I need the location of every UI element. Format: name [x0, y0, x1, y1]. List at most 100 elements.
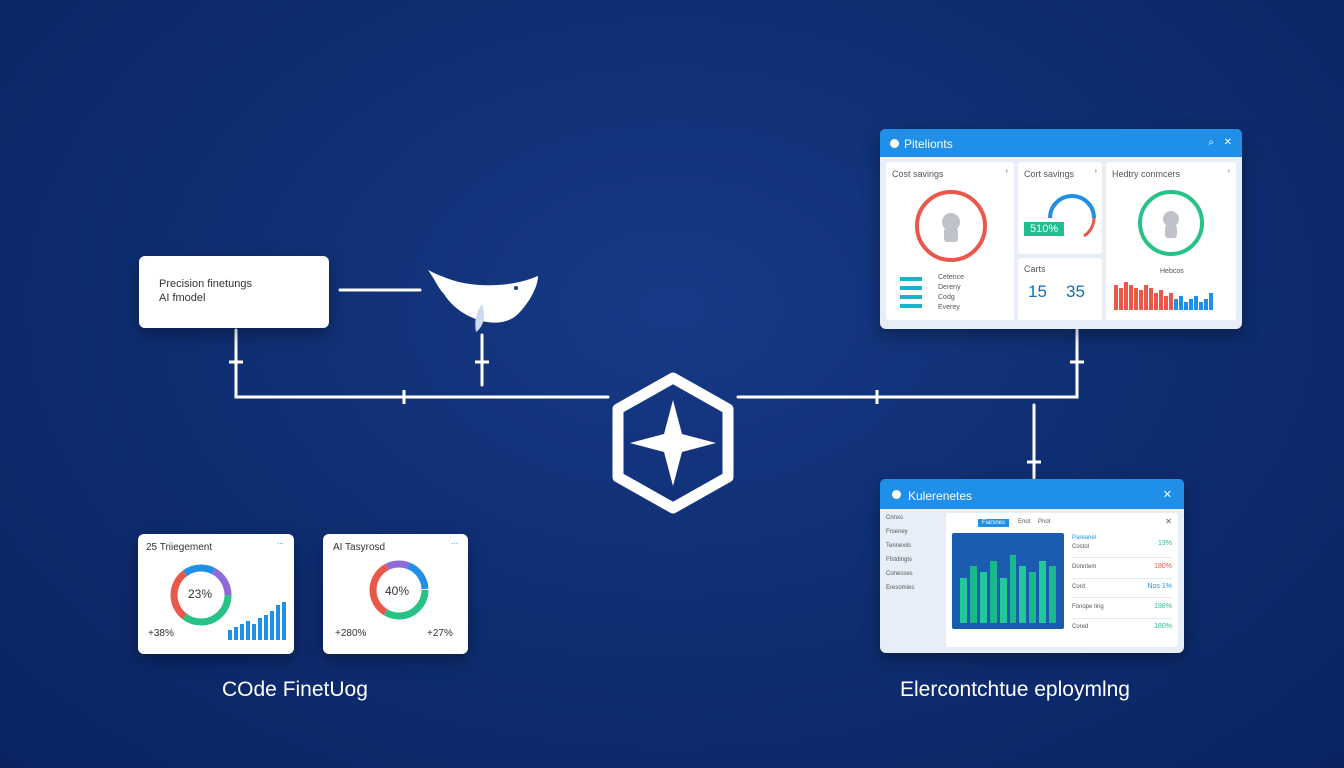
dashboard-top[interactable]: Pitelionts ⌕ ✕ Cost savings › Cetence De… [880, 129, 1242, 329]
tab[interactable]: Pnot [1038, 519, 1051, 525]
bar [1169, 293, 1173, 310]
donut-value: 40% [385, 584, 410, 598]
chevron-right-icon[interactable]: › [1094, 168, 1097, 175]
bar [1159, 290, 1163, 310]
tab[interactable]: Fiarsnes [978, 519, 1010, 527]
dashboard-bottom[interactable]: Kulerenetes ✕ Cnnxs Frseney Tennexils Ff… [880, 479, 1184, 653]
bar [1144, 285, 1148, 310]
panel-carts[interactable]: Carts 15 35 [1018, 258, 1102, 320]
main-panel: Fiarsnes Enot Pnot ✕ Pareanel Costol 13%… [946, 513, 1178, 647]
savings-badge: 510% [1024, 222, 1065, 236]
card-triiegement[interactable]: 25 Triiegement ⋯ 23% +38% [138, 534, 294, 654]
list-value: 180% [1154, 563, 1172, 570]
donut-chart [369, 560, 429, 620]
bar [1199, 302, 1203, 310]
legend-bars [900, 277, 922, 308]
bar [1029, 572, 1037, 623]
dashboard-top-header: Pitelionts ⌕ ✕ [880, 129, 1242, 157]
panel-hedtry-conmcers[interactable]: Hedtry conmcers › Hebcos [1106, 162, 1236, 320]
bar [1194, 296, 1198, 310]
close-icon[interactable]: ✕ [1223, 137, 1232, 148]
arc-gauge [1048, 194, 1096, 238]
bar [270, 611, 274, 640]
list-label: Cord [1072, 584, 1086, 590]
card-title: AI Tasyrosd [333, 542, 386, 553]
ring-gauge-red [915, 190, 987, 262]
bar [276, 605, 280, 640]
sidebar-item[interactable]: Cnnxs [886, 515, 904, 521]
sidebar-item[interactable]: Eresomies [886, 585, 915, 591]
dashboard-top-title: Pitelionts [904, 137, 953, 151]
more-icon[interactable]: ⋯ [277, 541, 284, 548]
donut-chart [170, 564, 232, 626]
legend-item: Cetence [938, 274, 965, 281]
bar [1174, 299, 1178, 310]
sidebar-item[interactable]: Frseney [886, 529, 908, 535]
bar [234, 627, 238, 640]
app-icon [892, 490, 901, 499]
chevron-right-icon[interactable]: › [1227, 168, 1230, 175]
bar [1209, 293, 1213, 310]
bar [282, 602, 286, 640]
bar [1119, 288, 1123, 310]
bar [1124, 282, 1128, 310]
sidebar: Cnnxs Frseney Tennexils Ffstdingts Cones… [886, 513, 944, 591]
bar-chart [960, 551, 1057, 623]
chevron-right-icon[interactable]: › [1005, 168, 1008, 175]
panel-footer-label: Hebcos [1160, 268, 1184, 275]
panel-cost-savings[interactable]: Cost savings › Cetence Dereny Codg Evere… [886, 162, 1014, 320]
list-item[interactable]: Fonope ting 198% [1072, 598, 1172, 619]
dashboard-bottom-title: Kulerenetes [908, 489, 973, 503]
tab[interactable]: Enot [1018, 519, 1031, 525]
card-stat-a: +280% [335, 628, 367, 639]
list-item[interactable]: Donntem 180% [1072, 558, 1172, 579]
model-card-line1: Precision finetungs [159, 278, 252, 290]
legend-item: Codg [938, 294, 955, 301]
panel-label: Cort savings [1024, 169, 1075, 179]
close-icon[interactable]: ✕ [1165, 517, 1172, 526]
close-icon[interactable]: ✕ [1162, 489, 1172, 501]
list-item[interactable]: Cored 180% [1072, 619, 1172, 637]
bar-chart-panel [952, 533, 1064, 629]
bar [240, 624, 244, 640]
caption-right: Elercontchtue eploymlng [900, 678, 1130, 701]
sidebar-item[interactable]: Tennexils [886, 543, 912, 549]
bar [969, 566, 977, 623]
mini-bar-chart [1114, 280, 1228, 310]
bar [246, 621, 250, 640]
bar [1184, 302, 1188, 310]
bar [1019, 566, 1027, 623]
bar [228, 630, 232, 640]
panel-label: Carts [1024, 264, 1046, 274]
bar [252, 624, 256, 640]
list-item[interactable]: Cord Nos 1% [1072, 579, 1172, 598]
legend-item: Everey [938, 304, 960, 311]
panel-label: Cost savings [892, 169, 944, 179]
model-card[interactable]: Precision finetungs AI fmodel [139, 256, 329, 328]
bar [1179, 296, 1183, 310]
list-label: Pareanel [1072, 535, 1097, 541]
search-icon[interactable]: ⌕ [1208, 137, 1214, 148]
bar [1164, 296, 1168, 310]
list-value: Nos 1% [1147, 583, 1172, 590]
sidebar-item[interactable]: Conesses [886, 571, 913, 577]
bar [264, 615, 268, 640]
app-icon [890, 139, 899, 148]
carts-value-b: 35 [1066, 282, 1085, 301]
list-item[interactable]: Pareanel Costol 13% [1072, 535, 1172, 558]
more-icon[interactable]: ⋯ [451, 541, 458, 548]
bar [1204, 299, 1208, 310]
bar [1129, 285, 1133, 310]
card-tasyrosd[interactable]: AI Tasyrosd ⋯ 40% +280% +27% [323, 534, 468, 654]
bar [258, 618, 262, 640]
bar [1139, 290, 1143, 310]
bar [999, 578, 1007, 623]
panel-cort-savings[interactable]: Cort savings › 510% [1018, 162, 1102, 254]
list-value: 13% [1157, 540, 1172, 547]
card-title: 25 Triiegement [146, 542, 213, 553]
sidebar-item[interactable]: Ffstdingts [886, 557, 913, 563]
donut-value: 23% [188, 587, 213, 601]
whale-icon [428, 270, 538, 332]
legend-item: Dereny [938, 284, 961, 291]
